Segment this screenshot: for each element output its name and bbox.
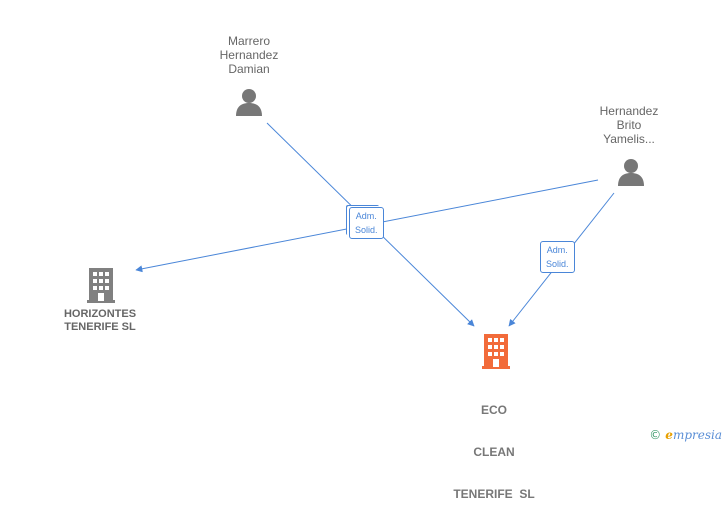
label-line: Hernandez (599, 104, 659, 118)
label-line: Hernandez (219, 48, 279, 62)
edge-badge-adm-solid[interactable]: Adm. Solid. (349, 207, 384, 239)
label-line: Brito (616, 118, 642, 132)
company-label-eco-clean[interactable]: ECO CLEAN TENERIFE SL (440, 375, 548, 515)
label-line: TENERIFE SL (453, 487, 535, 501)
label-line: Marrero (227, 34, 270, 48)
brand-initial: e (665, 428, 673, 442)
building-icon-focus[interactable] (482, 334, 510, 369)
edge-badge-adm-solid[interactable]: Adm. Solid. (540, 241, 575, 273)
label-line: Yamelis... (603, 132, 655, 146)
copyright-icon: © (649, 428, 662, 442)
label-line: HORIZONTES (63, 308, 137, 320)
relationship-graph (87, 89, 644, 369)
empresia-watermark: ©empresia (649, 428, 722, 442)
label-line: Damian (228, 62, 270, 76)
person-icon[interactable] (618, 159, 644, 186)
person-icon[interactable] (236, 89, 262, 116)
person-label-marrero[interactable]: Marrero Hernandez Damian (206, 34, 292, 76)
label-line: TENERIFE SL (64, 321, 136, 333)
badge-line: Adm. (546, 245, 568, 255)
company-label-horizontes[interactable]: HORIZONTES TENERIFE SL (48, 308, 152, 334)
label-line: CLEAN (473, 445, 515, 459)
label-line: ECO (480, 403, 507, 417)
brand-name: mpresia (672, 428, 722, 442)
badge-line: Adm. (355, 211, 377, 221)
badge-line: Solid. (355, 225, 378, 235)
badge-line: Solid. (546, 259, 569, 269)
person-label-hernandez-brito[interactable]: Hernandez Brito Yamelis... (586, 104, 672, 146)
building-icon[interactable] (87, 268, 115, 303)
